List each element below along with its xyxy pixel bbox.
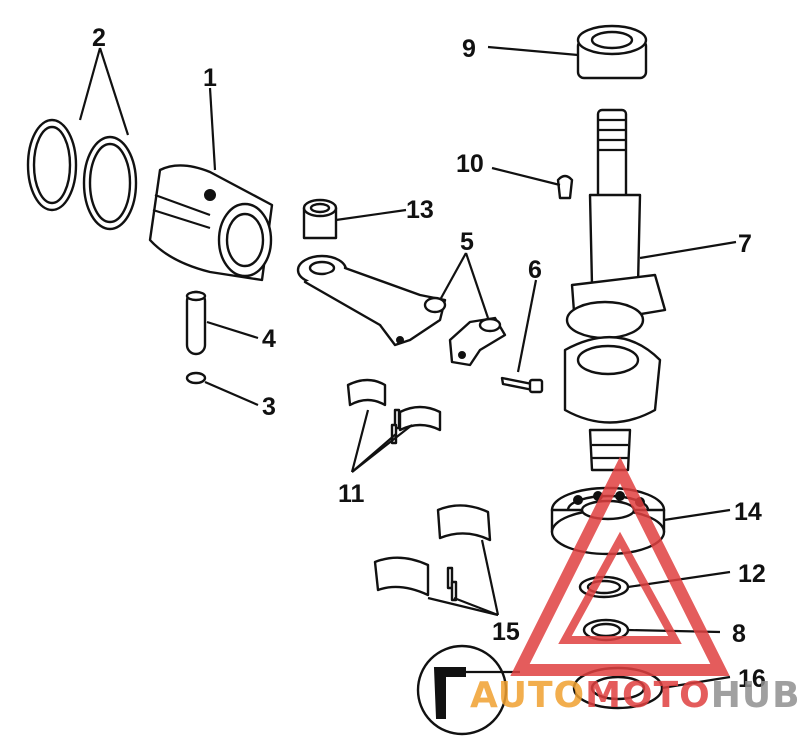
woodruff-key xyxy=(556,174,574,200)
callout-13: 13 xyxy=(406,196,434,224)
callout-6: 6 xyxy=(528,256,542,284)
callout-numbers: 1 2 3 4 5 6 7 8 9 10 11 12 13 14 15 16 xyxy=(92,24,766,693)
piston-rings xyxy=(26,118,138,231)
main-bearing-liners xyxy=(373,504,492,602)
seal xyxy=(572,666,664,710)
watermark-text-moto: MOTO xyxy=(585,675,711,716)
svg-text:AUTOMOTOHUB: AUTOMOTOHUB xyxy=(470,675,800,716)
callout-2: 2 xyxy=(92,24,106,52)
callout-9: 9 xyxy=(462,35,476,63)
callout-8: 8 xyxy=(732,620,746,648)
callout-14: 14 xyxy=(734,498,762,526)
retaining-ring xyxy=(185,371,207,385)
rod-cap xyxy=(448,316,507,367)
callout-7: 7 xyxy=(738,230,752,258)
watermark-text-auto: AUTO xyxy=(470,675,585,716)
callout-4: 4 xyxy=(262,325,276,353)
watermark-inner-triangle-icon xyxy=(558,531,682,644)
hex-key-inset xyxy=(416,644,520,736)
piston xyxy=(148,164,274,282)
callout-1: 1 xyxy=(203,64,217,92)
wrist-pin xyxy=(185,290,207,356)
callout-11: 11 xyxy=(338,480,365,508)
watermark-text-hub: HUB xyxy=(711,675,800,716)
rod-bolt xyxy=(500,376,544,394)
retaining-ring-8 xyxy=(582,618,630,642)
callout-12: 12 xyxy=(738,560,766,588)
callout-16: 16 xyxy=(738,665,766,693)
connecting-rod xyxy=(296,254,447,347)
callout-3: 3 xyxy=(262,393,276,421)
leader-lines xyxy=(78,45,737,690)
upper-bearing xyxy=(576,24,648,80)
watermark-triangle-icon xyxy=(510,456,730,676)
callout-15: 15 xyxy=(492,618,520,646)
callout-5: 5 xyxy=(460,228,474,256)
crankshaft xyxy=(563,108,667,472)
wrist-pin-bearing xyxy=(302,198,338,240)
callout-10: 10 xyxy=(456,150,484,178)
watermark: AUTOMOTOHUB xyxy=(470,456,800,716)
